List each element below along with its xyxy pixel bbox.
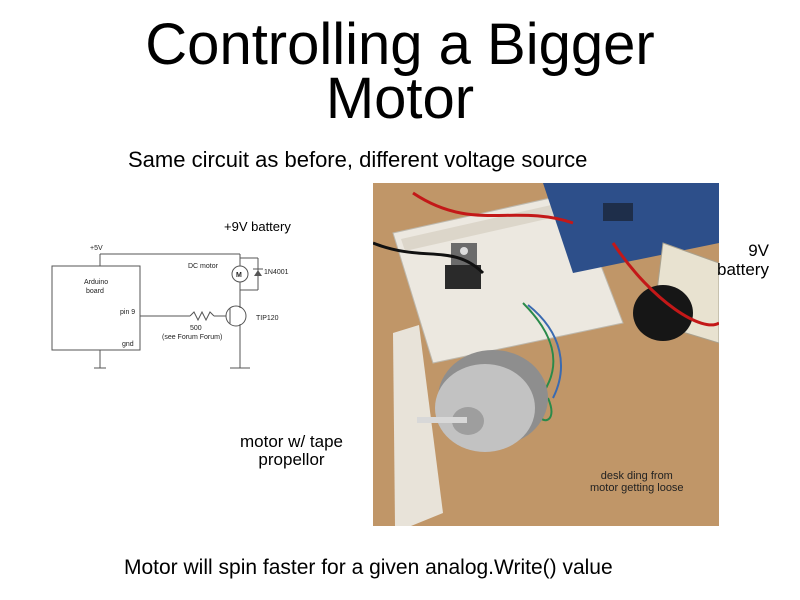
battery-top-label: +9V battery: [224, 219, 291, 234]
schematic-board-line-1: Arduino: [84, 279, 108, 286]
desk-ding-label: desk ding from motor getting loose: [590, 470, 684, 494]
schematic-gnd-label: gnd: [122, 341, 134, 348]
circuit-schematic: +5V Arduino board pin 9 gnd 500 (see For…: [51, 245, 289, 369]
schematic-diode-label: 1N4001: [264, 269, 289, 276]
slide-subtitle: Same circuit as before, different voltag…: [128, 147, 588, 172]
schematic-motor-symbol: M: [236, 272, 242, 279]
tape-strip: [393, 325, 443, 526]
battery-right-line-2: battery: [717, 260, 769, 279]
schematic-pin-label: pin 9: [120, 309, 135, 316]
motor-label: motor w/ tape propellor: [240, 433, 343, 469]
motor-label-line-1: motor w/ tape: [240, 432, 343, 451]
slide-footer: Motor will spin faster for a given analo…: [124, 556, 613, 579]
schematic-motor-label: DC motor: [188, 263, 219, 270]
schematic-board-line-2: board: [86, 288, 104, 295]
battery-right-line-1: 9V: [748, 241, 769, 260]
schematic-resistor-label: 500: [190, 325, 202, 332]
motor-label-line-2: propellor: [258, 450, 325, 469]
slide-title: Controlling a Bigger Motor: [0, 12, 800, 131]
schematic-transistor-label: TIP120: [256, 315, 279, 322]
desk-label-line-2: motor getting loose: [590, 482, 684, 494]
desk-label-line-1: desk ding from: [600, 470, 673, 482]
title-line-1: Controlling a Bigger: [145, 12, 655, 77]
battery: [633, 242, 719, 344]
voltage-regulator: [445, 243, 481, 289]
title-line-2: Motor: [325, 66, 475, 131]
battery-right-label: 9V battery: [717, 241, 769, 279]
schematic-supply-label: +5V: [90, 245, 103, 252]
motor-photo: [373, 183, 719, 526]
dc-motor: [417, 350, 548, 452]
schematic-resistor-note: (see Forum Forum): [162, 334, 222, 341]
